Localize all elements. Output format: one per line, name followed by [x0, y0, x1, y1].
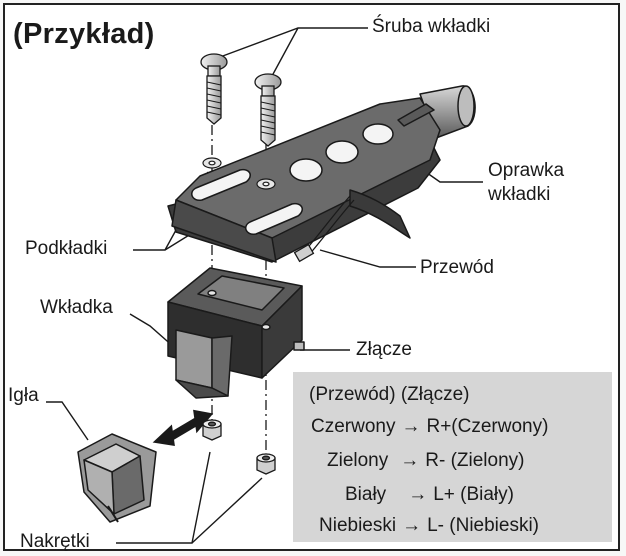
- nuts: [202, 419, 276, 475]
- legend-pin: L- (Niebieski): [427, 515, 540, 536]
- insert-arrow-icon: [152, 409, 214, 446]
- legend-row-green: Zielony →R- (Zielony): [327, 450, 524, 472]
- label-nuts: Nakrętki: [20, 531, 90, 552]
- cartridge: [167, 267, 305, 399]
- label-stylus: Igła: [8, 385, 39, 406]
- arrow-right-icon: →: [402, 515, 422, 536]
- legend-wire: Niebieski: [319, 515, 397, 536]
- label-lead-wire: Przewód: [420, 257, 494, 278]
- legend-header: (Przewód) (Złącze): [309, 384, 470, 405]
- nut-left: [202, 419, 222, 441]
- legend-row-blue: Niebieski→L- (Niebieski): [319, 515, 539, 537]
- label-cartridge: Wkładka: [40, 297, 113, 318]
- headshell: [167, 85, 476, 263]
- legend-wire: Biały: [345, 484, 387, 505]
- legend-pin: L+ (Biały): [433, 484, 514, 505]
- leader-igla: [46, 401, 89, 441]
- wiring-legend: (Przewód) (Złącze) Czerwony→R+(Czerwony)…: [293, 372, 612, 542]
- leader-sruba: [211, 27, 368, 77]
- label-connector: Złącze: [356, 339, 412, 360]
- leader-wkladka: [129, 313, 176, 349]
- finger-lift: [349, 189, 411, 239]
- screw-right: [254, 73, 282, 147]
- label-headshell-line1: Oprawka: [488, 160, 565, 181]
- cartridge-screws: [200, 53, 282, 147]
- arrow-right-icon: →: [408, 484, 428, 505]
- screw-left: [200, 53, 228, 125]
- legend-pin: R+(Czerwony): [426, 416, 549, 437]
- arrow-right-icon: →: [400, 450, 420, 471]
- legend-pin: R- (Zielony): [425, 450, 525, 471]
- legend-row-white: Biały →L+ (Biały): [345, 484, 514, 506]
- stylus: [77, 433, 157, 523]
- leader-przewod: [319, 249, 416, 268]
- legend-wire: Czerwony: [311, 416, 396, 437]
- washers: [202, 157, 276, 190]
- lead-wire: [293, 195, 355, 263]
- legend-row-red: Czerwony→R+(Czerwony): [311, 416, 548, 438]
- legend-wire: Zielony: [327, 450, 389, 471]
- example-title: (Przykład): [13, 18, 155, 50]
- leader-nakretki: [116, 451, 263, 544]
- arrow-right-icon: →: [401, 416, 421, 437]
- nut-right: [256, 453, 276, 475]
- label-cartridge-screw: Śruba wkładki: [372, 16, 491, 37]
- label-washers: Podkładki: [25, 238, 108, 259]
- label-headshell-line2: wkładki: [488, 184, 551, 205]
